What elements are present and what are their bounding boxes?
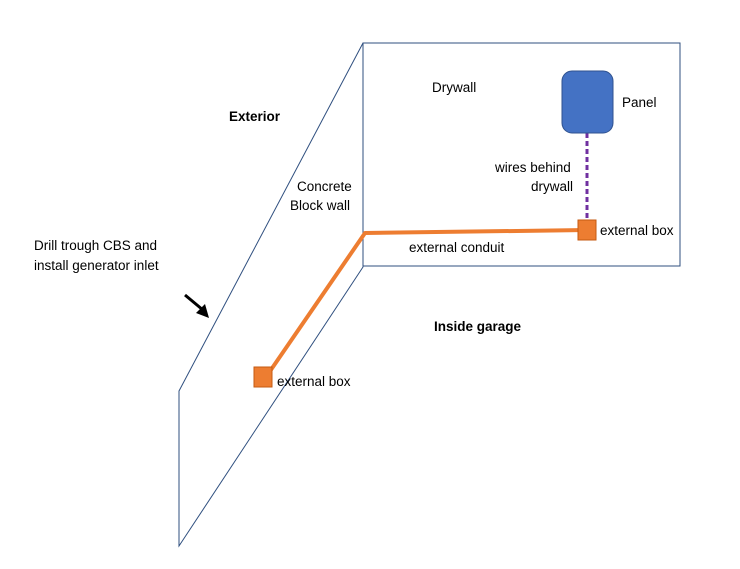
arrow-down-right-icon (184, 293, 209, 318)
concrete-block-wall-label-line1: Concrete (297, 179, 352, 194)
exterior-label: Exterior (229, 109, 281, 124)
panel-label: Panel (622, 95, 657, 110)
external-conduit-path (264, 228, 588, 379)
external-box-left (253, 366, 273, 388)
drywall-plane (362, 42, 681, 267)
drill-instruction-label-line2: install generator inlet (34, 258, 159, 273)
external-box-left-label: external box (277, 374, 351, 389)
inside-garage-label: Inside garage (434, 319, 522, 334)
drill-instruction-label-line1: Drill trough CBS and (34, 238, 157, 253)
wires-behind-drywall-label-line2: drywall (531, 179, 573, 194)
drywall-label: Drywall (432, 80, 476, 95)
external-box-right (577, 219, 597, 241)
electrical-panel (561, 70, 614, 134)
external-conduit-label: external conduit (409, 240, 505, 255)
wires-behind-drywall-label-line1: wires behind (494, 160, 571, 175)
concrete-block-wall-label-line2: Block wall (290, 198, 350, 213)
concrete-block-wall-plane (178, 42, 364, 548)
external-box-right-label: external box (600, 223, 674, 238)
